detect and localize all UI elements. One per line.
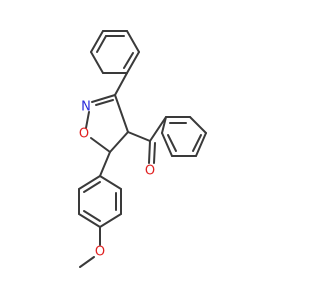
bond bbox=[126, 51, 140, 74]
bond bbox=[99, 175, 122, 190]
bond bbox=[83, 210, 101, 222]
bond bbox=[161, 132, 173, 157]
bond bbox=[85, 111, 90, 129]
atom-oxygen-carbonyl: O bbox=[145, 164, 155, 179]
bond bbox=[161, 116, 167, 134]
bond bbox=[78, 175, 101, 190]
bond bbox=[195, 132, 207, 157]
bond bbox=[114, 94, 129, 133]
bonds bbox=[78, 30, 207, 268]
bond bbox=[95, 99, 114, 106]
bond bbox=[167, 134, 177, 152]
bond bbox=[153, 142, 156, 164]
bond bbox=[148, 140, 151, 164]
atom-nitrogen: N bbox=[81, 100, 91, 115]
molecule-structure: N O O O bbox=[78, 30, 207, 268]
bond bbox=[78, 213, 101, 228]
bond bbox=[90, 51, 104, 74]
atom-oxygen-ring: O bbox=[79, 127, 89, 142]
bond bbox=[99, 213, 122, 228]
bond bbox=[99, 151, 111, 177]
atom-oxygen-methoxy: O bbox=[95, 245, 105, 260]
bond bbox=[192, 134, 202, 152]
atom-labels: N O O O bbox=[79, 100, 155, 260]
bond bbox=[79, 256, 95, 268]
bond bbox=[126, 30, 140, 53]
bond bbox=[149, 116, 167, 142]
bond bbox=[114, 72, 128, 96]
bond bbox=[83, 181, 101, 193]
bond bbox=[189, 116, 207, 134]
bond bbox=[123, 52, 134, 69]
bond bbox=[90, 137, 111, 153]
bond bbox=[127, 131, 151, 142]
bond bbox=[96, 35, 107, 53]
bond bbox=[109, 131, 129, 153]
bond bbox=[90, 30, 104, 53]
bond bbox=[91, 94, 116, 103]
